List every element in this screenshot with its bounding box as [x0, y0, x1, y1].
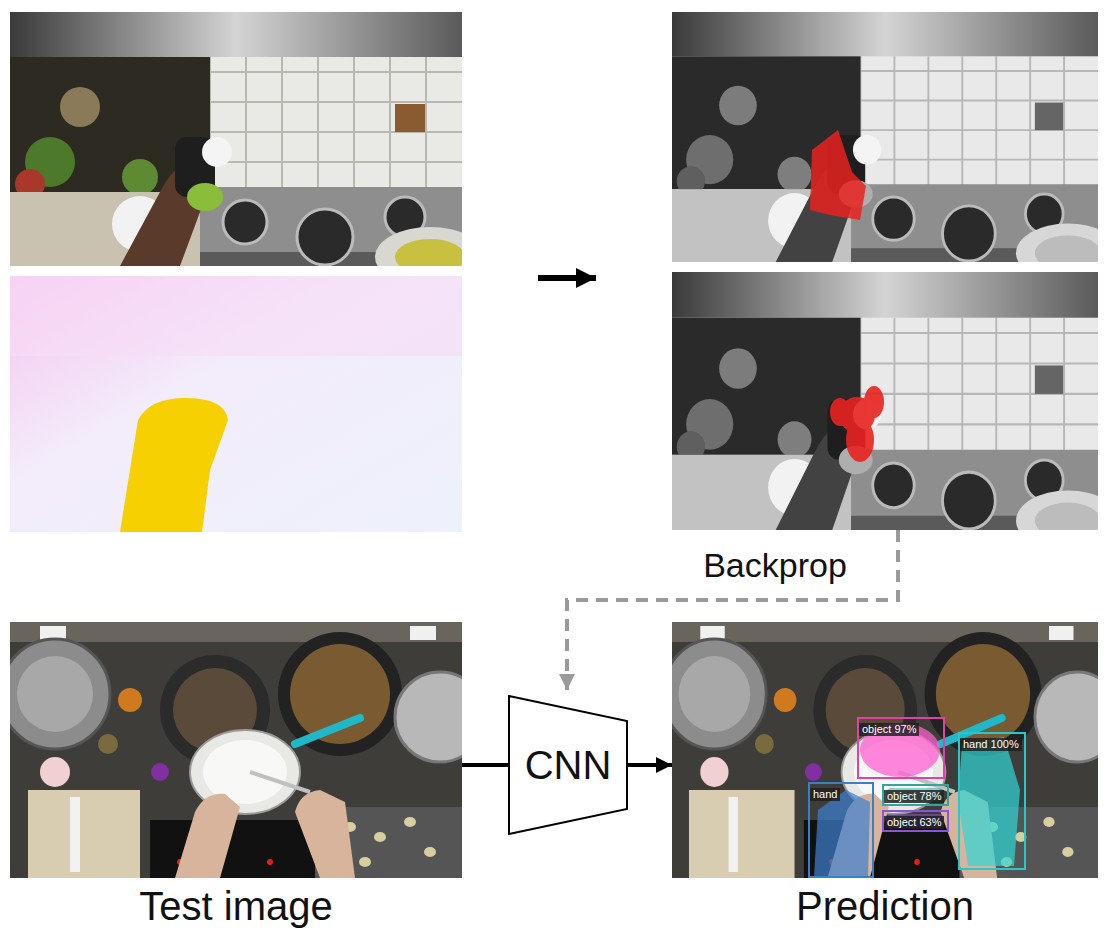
detection-label: object 63% — [884, 816, 944, 829]
detection-box: hand 100% — [958, 732, 1026, 870]
object-mask — [830, 386, 884, 462]
test-photo — [0, 622, 485, 878]
mask-frame — [672, 12, 1107, 283]
arrow — [538, 275, 596, 281]
trapezoid-shape — [509, 696, 627, 834]
image-panel: Test image — [10, 622, 462, 930]
detection-box: object 63% — [882, 810, 949, 832]
optical-flow-frame — [10, 276, 462, 532]
connector — [462, 763, 508, 767]
panel-caption: Test image — [10, 882, 462, 930]
detection-label: hand — [810, 788, 840, 801]
arrow-label: Backprop — [640, 545, 910, 586]
hand-mask — [958, 737, 1020, 866]
detection-label: object 97% — [859, 723, 919, 736]
detection-box: object 97% — [857, 717, 945, 779]
prediction-photo — [663, 622, 1107, 878]
network-label: CNN — [525, 742, 612, 788]
network-trapezoid: CNN — [508, 695, 628, 835]
mask-frame — [672, 272, 1107, 551]
object-mask — [860, 723, 940, 777]
connector — [628, 763, 672, 767]
detection-label: hand 100% — [960, 738, 1022, 751]
detection-label: object 78% — [884, 790, 944, 803]
hand-mask — [814, 790, 870, 876]
hand-mask — [810, 130, 866, 220]
image-panel: Prediction object 97% hand 100% object 78% o… — [672, 622, 1098, 930]
panel-caption: Prediction — [672, 882, 1098, 930]
detection-box: object 78% — [882, 784, 949, 806]
rgb-frame — [10, 12, 485, 287]
detection-box: hand — [808, 782, 874, 878]
